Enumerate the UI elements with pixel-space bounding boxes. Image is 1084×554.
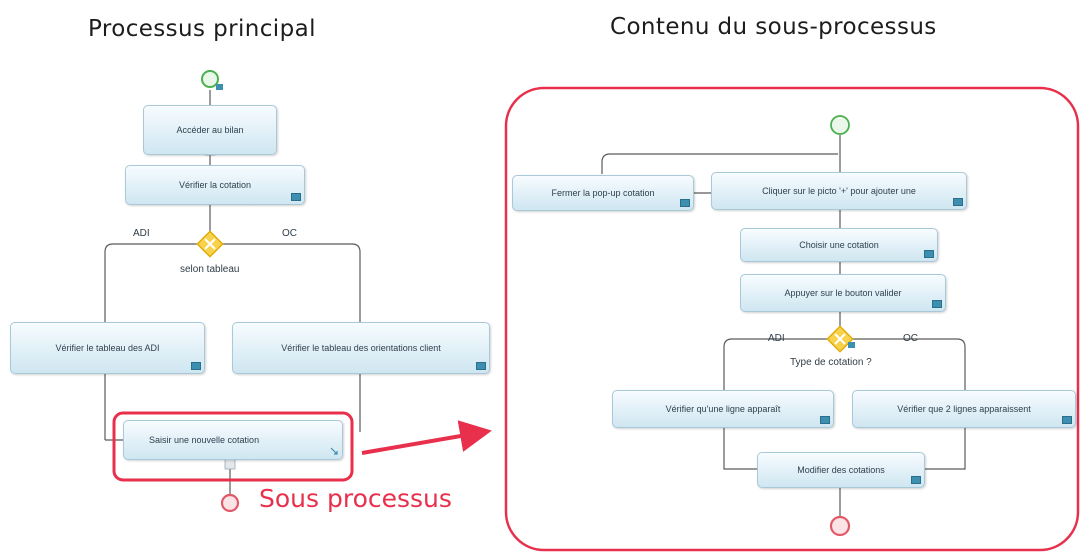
sub-branch-right-label: OC: [903, 333, 918, 344]
task-type-icon: [1062, 416, 1072, 424]
task-label: Cliquer sur le picto '+' pour ajouter un…: [762, 186, 916, 196]
task-label: Choisir une cotation: [799, 240, 879, 250]
task-label: Appuyer sur le bouton valider: [784, 288, 902, 298]
task-type-icon: [953, 198, 963, 206]
main-end-event: [220, 493, 240, 513]
task-label: Modifier des cotations: [797, 465, 885, 475]
task-label: Vérifier que 2 lignes apparaissent: [897, 404, 1031, 414]
main-process-title: Processus principal: [88, 16, 316, 42]
main-gateway-label: selon tableau: [180, 264, 240, 275]
task-label: Fermer la pop-up cotation: [551, 188, 655, 198]
task-verifier-tableau-adi[interactable]: Vérifier le tableau des ADI: [10, 322, 205, 374]
task-appuyer-valider[interactable]: Appuyer sur le bouton valider: [740, 274, 946, 312]
task-acceder-bilan[interactable]: Accéder au bilan: [143, 105, 277, 155]
task-type-icon: [476, 362, 486, 370]
task-label: Accéder au bilan: [176, 125, 244, 135]
task-type-icon: [191, 362, 201, 370]
main-branch-left-label: ADI: [133, 228, 150, 239]
task-label: Vérifier qu'une ligne apparaît: [665, 404, 781, 414]
subprocess-arrow: [361, 420, 492, 455]
sub-end-event: [829, 515, 851, 537]
subprocess-highlight: [112, 411, 354, 482]
task-label: Vérifier le tableau des orientations cli…: [281, 343, 441, 353]
task-saisir-nouvelle-cotation[interactable]: Saisir une nouvelle cotation: [123, 420, 343, 460]
task-verifier-cotation[interactable]: Vérifier la cotation: [125, 165, 305, 205]
task-fermer-popup[interactable]: Fermer la pop-up cotation: [512, 175, 694, 211]
task-verifier-deux-lignes[interactable]: Vérifier que 2 lignes apparaissent: [852, 390, 1076, 428]
main-start-event: [201, 70, 219, 88]
task-type-icon: [932, 300, 942, 308]
task-cliquer-picto[interactable]: Cliquer sur le picto '+' pour ajouter un…: [711, 172, 967, 210]
task-label: Vérifier la cotation: [178, 180, 252, 190]
subprocess-expand-icon: [330, 447, 338, 455]
task-type-icon: [924, 250, 934, 258]
main-branch-right-label: OC: [282, 228, 297, 239]
subprocess-container: [504, 86, 1080, 552]
task-verifier-une-ligne[interactable]: Vérifier qu'une ligne apparaît: [612, 390, 834, 428]
sub-connectors: [601, 135, 966, 516]
task-verifier-tableau-oc[interactable]: Vérifier le tableau des orientations cli…: [232, 322, 490, 374]
task-label: Vérifier le tableau des ADI: [55, 343, 160, 353]
sub-gateway-label: Type de cotation ?: [790, 357, 872, 368]
task-type-icon: [820, 416, 830, 424]
task-modifier-cotations[interactable]: Modifier des cotations: [757, 452, 925, 488]
sub-branch-left-label: ADI: [768, 333, 785, 344]
task-type-icon: [291, 193, 301, 201]
task-choisir-cotation[interactable]: Choisir une cotation: [740, 228, 938, 262]
task-label: Saisir une nouvelle cotation: [149, 435, 260, 445]
task-type-icon: [911, 476, 921, 484]
task-type-icon: [680, 199, 690, 207]
sub-start-event: [830, 115, 850, 135]
subprocess-title: Contenu du sous-processus: [610, 14, 937, 40]
subprocess-callout-label: Sous processus: [259, 484, 452, 513]
